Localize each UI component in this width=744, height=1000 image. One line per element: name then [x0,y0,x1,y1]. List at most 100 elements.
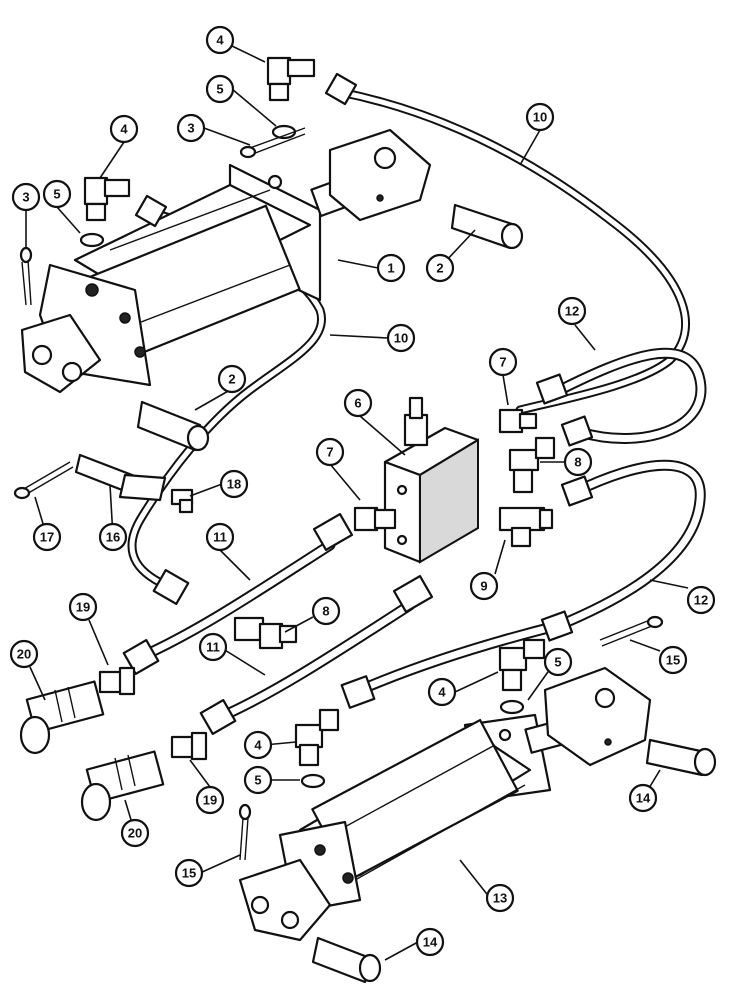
adapter-19-upper [98,666,136,696]
latch-pin-16 [74,453,167,502]
callout-12: 12 [557,296,587,326]
callout-label: 12 [694,593,708,608]
o-ring [300,773,326,789]
callout-4: 4 [109,114,139,144]
callout-11: 11 [198,632,228,662]
hydraulic-cylinder-upper [20,128,432,394]
hose-nuts [122,72,594,735]
elbow-4-right [498,638,546,692]
callout-7: 7 [488,347,518,377]
callout-label: 19 [203,793,217,808]
cotter-pin-3-left [19,246,33,306]
adapter-19-lower [170,731,208,761]
callout-label: 4 [216,33,224,48]
callout-10: 10 [525,102,555,132]
callout-14: 14 [628,783,658,813]
callout-label: 14 [423,935,438,950]
callout-label: 2 [436,261,443,276]
callout-4: 4 [427,677,457,707]
elbow-fitting-top [266,56,316,102]
callout-label: 14 [636,791,651,806]
callout-5: 5 [205,74,235,104]
cotter-pin-17 [13,461,74,500]
cotter-pin-15-right [599,615,664,647]
callout-label: 9 [480,579,487,594]
callout-17: 17 [32,522,62,552]
callout-label: 5 [254,773,261,788]
callout-label: 8 [322,604,329,619]
hose-12-set [554,347,707,631]
callout-5: 5 [243,765,273,795]
callout-15: 15 [174,858,204,888]
callout-label: 5 [554,655,561,670]
callout-7: 7 [315,437,345,467]
callout-18: 18 [219,469,249,499]
callout-label: 7 [326,445,333,460]
callout-label: 10 [394,331,408,346]
callout-14: 14 [415,927,445,957]
hose-lower-right [354,619,566,696]
callout-19: 19 [195,785,225,815]
callout-label: 3 [22,190,29,205]
callout-2: 2 [425,253,455,283]
callout-5: 5 [543,647,573,677]
callout-label: 20 [128,826,142,841]
adapter-7-middle [353,506,397,532]
callout-label: 12 [565,304,579,319]
hydraulic-cylinder-lower [238,666,652,942]
tube-10-upper [335,87,690,415]
elbow-fitting-upper-left [83,176,131,222]
hose-11-lower [219,599,416,721]
callout-9: 9 [469,571,499,601]
callout-4: 4 [205,25,235,55]
callout-label: 2 [228,372,235,387]
pin-14-bottom [311,936,382,984]
callout-5: 5 [42,179,72,209]
callout-4: 4 [243,730,273,760]
callout-label: 1 [387,261,394,276]
callout-13: 13 [485,883,515,913]
leader-lines [25,45,689,961]
pin-2-lower [136,400,210,452]
callout-label: 4 [254,738,262,753]
callout-3: 3 [176,113,206,143]
o-ring [499,699,525,715]
callout-label: 17 [40,530,54,545]
valve-block [383,396,480,564]
callout-20: 20 [120,818,150,848]
callout-20: 20 [9,639,39,669]
callout-label: 10 [533,110,547,125]
callout-1: 1 [376,253,406,283]
callout-label: 5 [53,187,60,202]
elbow-8-upper [508,436,556,494]
callout-label: 15 [182,866,196,881]
callout-8: 8 [311,596,341,626]
callout-label: 3 [187,121,194,136]
callout-15: 15 [658,645,688,675]
tee-9 [498,506,554,548]
cotter-pin-15-lower [238,803,252,861]
o-ring [79,232,105,248]
cotter-pin-3-upper [239,127,306,159]
callout-label: 5 [216,82,223,97]
elbow-8-lower [233,616,298,650]
callout-label: 20 [17,647,31,662]
callout-label: 16 [106,530,120,545]
callout-label: 11 [213,530,227,545]
elbow-4-lower [294,708,340,767]
callout-label: 11 [206,640,220,655]
callout-label: 13 [493,891,507,906]
callout-11: 11 [205,522,235,552]
callout-label: 19 [76,600,90,615]
pin-14-right [645,738,717,777]
quick-coupler-20-upper [19,680,105,755]
callout-label: 6 [354,396,361,411]
callout-6: 6 [343,388,373,418]
callout-label: 18 [227,477,241,492]
callout-16: 16 [98,522,128,552]
callout-label: 8 [574,455,581,470]
hose-11-upper [139,539,336,661]
callout-10: 10 [386,323,416,353]
